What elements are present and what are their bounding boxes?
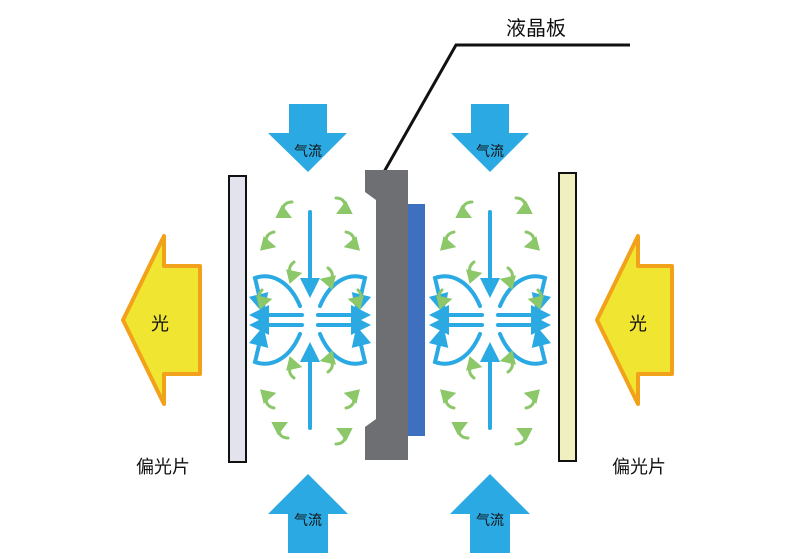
light-label-right: 光 [629,314,647,335]
airflow-label-bottom-right: 气流 [476,513,504,529]
airflow-arrow-bottom-left [268,474,348,553]
airflow-label-top-right: 气流 [476,144,504,160]
airflow-arrow-top-left [268,104,347,172]
airflow-label-bottom-left: 气流 [294,513,322,529]
green-circulation-arrows [255,196,365,446]
light-arrow-left [121,234,202,406]
lcd-panel-leader-line [374,43,630,187]
lcd-panel-label: 液晶板 [506,16,566,40]
polarizer-right [558,172,577,462]
airflow-pattern-left [248,196,372,446]
airflow-pattern-right [428,196,552,446]
polarizer-label-right: 偏光片 [612,457,666,478]
airflow-label-top-left: 气流 [294,144,322,160]
airflow-arrow-top-right [451,104,529,172]
lcd-panel-blue-layer [408,204,425,436]
airflow-arrow-bottom-right [450,474,530,553]
light-label-left: 光 [151,314,169,335]
light-arrow-right [595,234,674,406]
green-circulation-arrows [435,196,545,446]
lcd-panel [365,170,408,460]
polarizer-left [228,175,247,463]
polarizer-label-left: 偏光片 [136,457,190,478]
